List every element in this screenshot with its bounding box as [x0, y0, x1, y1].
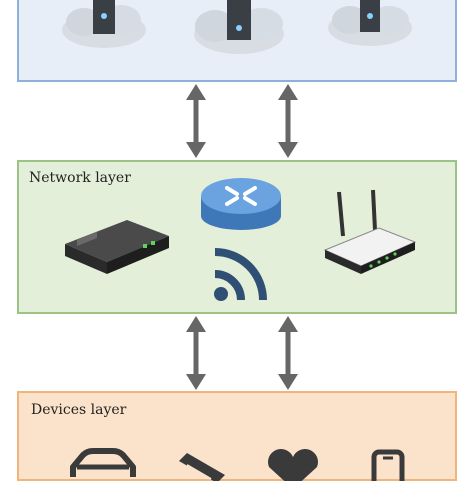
car-icon: [70, 448, 136, 477]
heart-icon: [268, 449, 318, 481]
network-layer-label: Network layer: [29, 170, 131, 186]
tool-icon: [179, 453, 225, 481]
bidirectional-arrow: [278, 316, 298, 390]
modem-icon: [65, 220, 169, 274]
devices-layer-label: Devices layer: [31, 402, 127, 418]
cloud-server-icon: [62, 0, 146, 48]
cloud-server-icon: [194, 0, 284, 54]
wifi-icon: [214, 248, 267, 301]
devices-layer-panel: Devices layer: [17, 391, 457, 481]
wireless-router-icon: [323, 189, 417, 274]
router-icon: [201, 178, 281, 230]
cloud-layer-panel: [17, 0, 457, 82]
cloud-server-icon: [328, 0, 412, 46]
network-layer-panel: Network layer: [17, 160, 457, 314]
bidirectional-arrow: [186, 316, 206, 390]
smartphone-icon: [371, 449, 405, 481]
bidirectional-arrow: [278, 84, 298, 158]
bidirectional-arrow: [186, 84, 206, 158]
